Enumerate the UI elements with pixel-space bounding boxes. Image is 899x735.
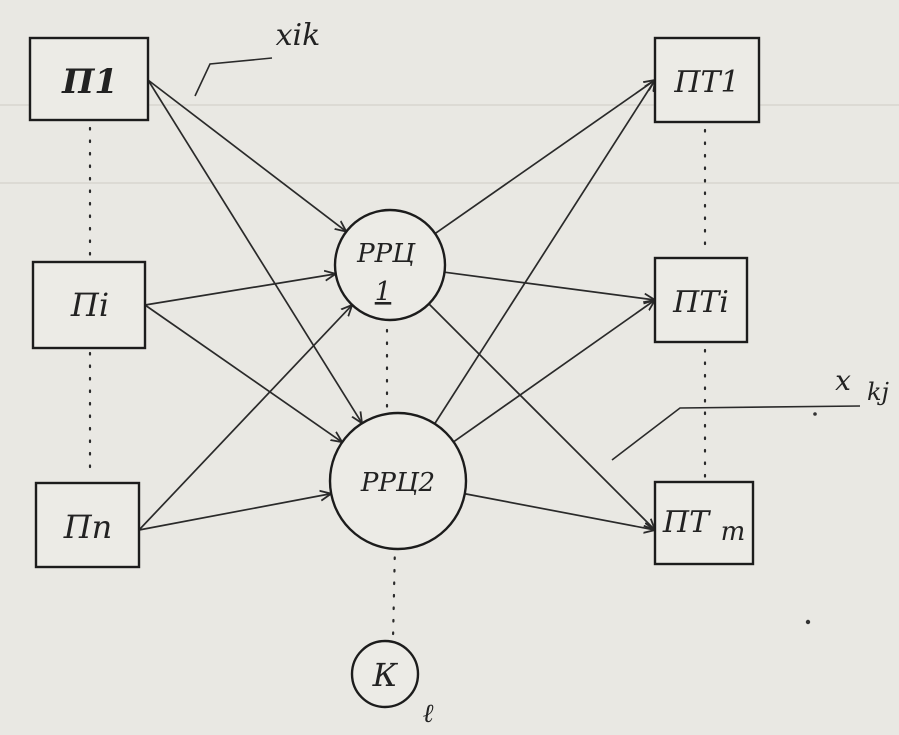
paper-speck [805,619,811,625]
router-node-k: К ℓ [350,639,434,729]
router-label: К [372,656,399,694]
annotation-leader [194,57,273,97]
target-label: ПТi [672,285,729,320]
annotation-leader [611,405,861,461]
edge-r2-ti [453,300,655,443]
router-ellipsis-bottom [391,543,397,642]
router-number: 1 [375,277,392,307]
edge-si-r2 [144,304,342,442]
source-node-n: Пn [34,481,141,569]
target-node-1: ПТ1 [653,36,761,124]
edge-r1-t1 [434,80,655,235]
source-node-i: Пi [31,260,147,350]
edge-sn-r1 [138,305,352,531]
edge-si-r1 [144,274,336,306]
source-label: П1 [61,62,118,102]
edge-r1-ti [444,271,655,300]
router-label: РРЦ [356,239,416,269]
edge-s1-r2 [147,79,362,423]
annotation-label: xik [276,18,321,53]
router-subscript: ℓ [423,699,434,729]
source-label: Пn [63,508,113,546]
target-node-i: ПТi [653,256,749,344]
target-node-m: ПТ m [653,480,755,566]
target-subscript: m [721,517,746,547]
edge-layer [138,79,655,531]
source-node-1: П1 [28,36,150,122]
edge-sn-r2 [138,494,331,531]
router-node-2: РРЦ2 [328,411,468,551]
annotation-label-sub: kj [867,378,890,406]
source-label: Пi [70,286,109,324]
paper-speck [813,412,817,416]
router-node-1: РРЦ 1 [333,208,447,322]
target-label: ПТ [662,505,711,540]
annotation-label-base: x [835,364,851,397]
edge-annotation-xkj: x kj [611,364,890,461]
edge-r1-tm [428,303,655,530]
edge-r2-tm [464,492,655,530]
edge-annotation-xik: xik [194,18,321,97]
target-label: ПТ1 [673,65,739,100]
edge-r2-t1 [433,80,655,425]
edge-s1-r1 [147,79,346,232]
router-label: РРЦ2 [360,468,435,498]
